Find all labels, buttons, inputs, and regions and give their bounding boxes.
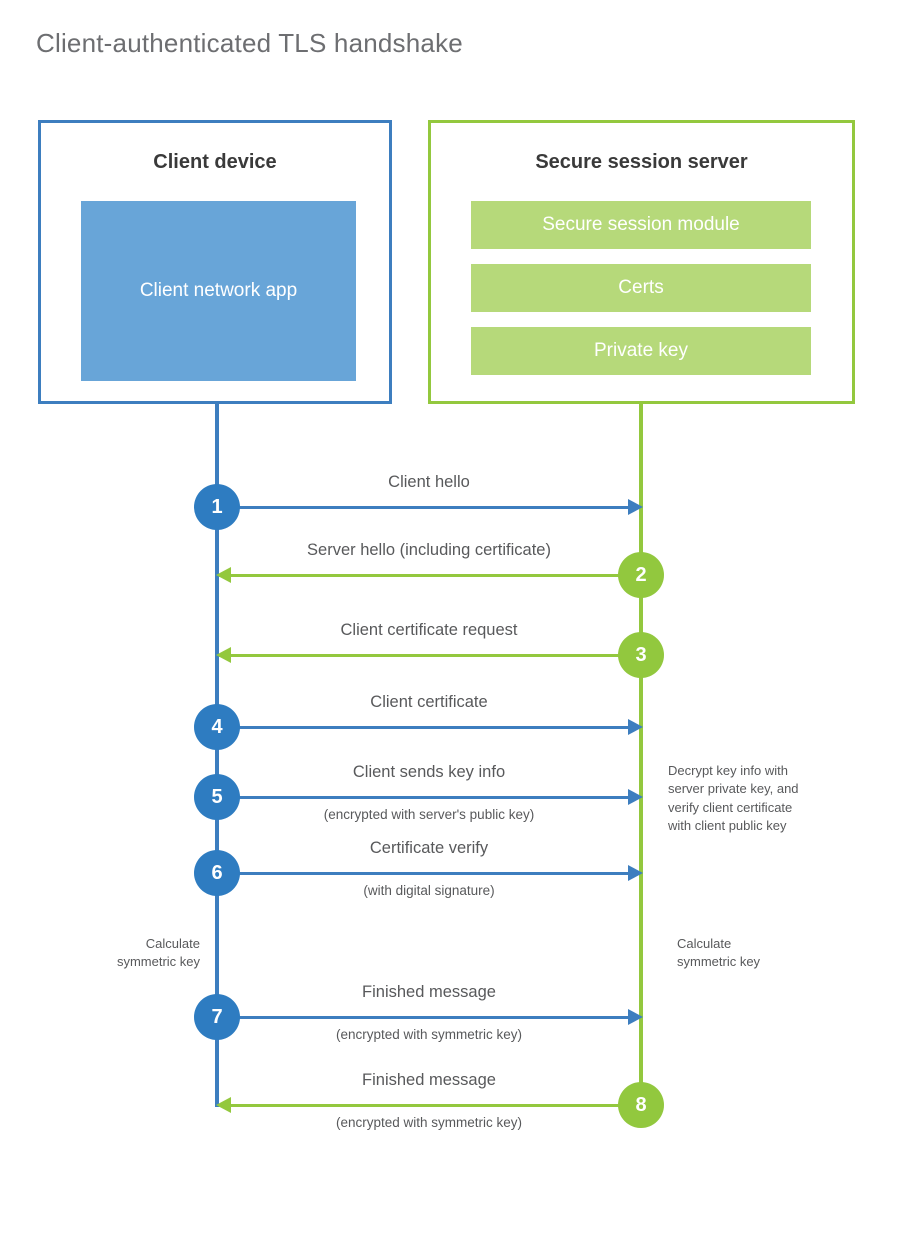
step-4-label: Client certificate [370, 693, 488, 711]
step-6-label: Certificate verify [369, 839, 489, 857]
step-1-badge: 1 [194, 484, 240, 530]
step-2-label: Server hello (including certificate) [307, 541, 551, 559]
step-7-badge: 7 [194, 994, 240, 1040]
step-5-arrow-head-icon [628, 789, 643, 805]
step-3-label: Client certificate request [340, 621, 518, 639]
client-device-title: Client device [153, 151, 277, 173]
server-lifeline [639, 401, 643, 1107]
step-2-arrow-line [219, 574, 639, 577]
step-4-arrow-head-icon [628, 719, 643, 735]
step-8-label: Finished message [362, 1071, 496, 1089]
step-3-arrow-line [219, 654, 639, 657]
step-3-badge: 3 [618, 632, 664, 678]
step-8-badge: 8 [618, 1082, 664, 1128]
actor-box-client-device: Client device Client network app [38, 120, 392, 404]
client-lifeline [215, 401, 219, 1107]
step-8-sublabel: (encrypted with symmetric key) [335, 1115, 523, 1130]
server-component-stack: Secure session module Certs Private key [471, 201, 811, 375]
step-5-badge: 5 [194, 774, 240, 820]
step-1-arrow-head-icon [628, 499, 643, 515]
annotation-client-calculate-symmetric-key: Calculate symmetric key [116, 936, 200, 970]
server-component-secure-session-module: Secure session module [471, 201, 811, 249]
step-7-arrow-head-icon [628, 1009, 643, 1025]
step-3-arrow-head-icon [216, 647, 231, 663]
page-title: Client-authenticated TLS handshake [36, 28, 463, 58]
step-8-arrow-head-icon [216, 1097, 231, 1113]
annotation-server-decrypt-and-verify: Decrypt key info with server private key… [668, 763, 799, 834]
step-2-arrow-head-icon [216, 567, 231, 583]
step-7-sublabel: (encrypted with symmetric key) [335, 1027, 523, 1042]
step-1-label: Client hello [388, 473, 470, 491]
step-7-arrow-line [217, 1016, 637, 1019]
step-4-arrow-line [217, 726, 637, 729]
step-1-arrow-line [217, 506, 637, 509]
step-8-arrow-line [219, 1104, 639, 1107]
step-4-badge: 4 [194, 704, 240, 750]
step-6-arrow-line [217, 872, 637, 875]
step-7-label: Finished message [362, 983, 496, 1001]
secure-session-server-title: Secure session server [535, 151, 748, 173]
server-component-private-key: Private key [471, 327, 811, 375]
step-6-arrow-head-icon [628, 865, 643, 881]
step-5-label: Client sends key info [352, 763, 506, 781]
step-2-badge: 2 [618, 552, 664, 598]
step-6-sublabel: (with digital signature) [363, 883, 495, 898]
step-5-sublabel: (encrypted with server's public key) [323, 807, 535, 822]
step-5-arrow-line [217, 796, 637, 799]
annotation-server-calculate-symmetric-key: Calculate symmetric key [677, 936, 761, 970]
step-6-badge: 6 [194, 850, 240, 896]
server-component-certs: Certs [471, 264, 811, 312]
actor-box-secure-session-server: Secure session server Secure session mod… [428, 120, 855, 404]
client-network-app-block: Client network app [81, 201, 356, 381]
